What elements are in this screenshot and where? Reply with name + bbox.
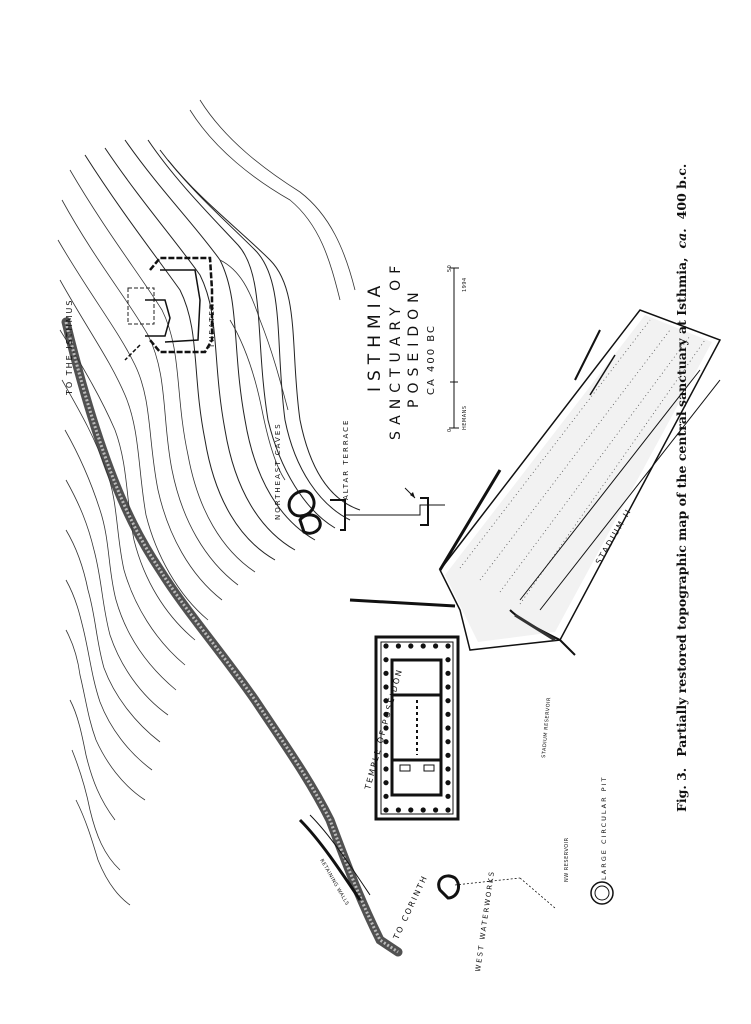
map-title: ISTHMIA bbox=[365, 280, 385, 392]
caption-fig: Fig. 3. bbox=[674, 768, 689, 812]
temple-column bbox=[383, 670, 389, 676]
temple-column bbox=[445, 643, 451, 649]
scale-bar bbox=[449, 267, 459, 429]
temple-column bbox=[383, 725, 389, 731]
label-nw-reservoir: NW RESERVOIR bbox=[564, 837, 570, 882]
temple-column bbox=[433, 643, 439, 649]
retaining-walls bbox=[298, 814, 371, 901]
large-circular-pit bbox=[590, 881, 614, 905]
northeast-caves bbox=[287, 489, 322, 535]
temple-column bbox=[445, 752, 451, 758]
temple-column bbox=[445, 780, 451, 786]
temple-column bbox=[445, 684, 451, 690]
temple-column bbox=[445, 725, 451, 731]
temple-column bbox=[383, 643, 389, 649]
temple-column bbox=[408, 643, 414, 649]
temple-of-poseidon bbox=[349, 598, 460, 821]
figure-caption: Fig. 3. Partially restored topographic m… bbox=[671, 164, 690, 812]
temple-column bbox=[383, 766, 389, 772]
map-subtitle-2: POSEIDON bbox=[406, 286, 422, 408]
map-credit-year: 1994 bbox=[462, 277, 468, 292]
temple-column bbox=[383, 684, 389, 690]
label-large-pit: LARGE CIRCULAR PIT bbox=[600, 776, 608, 881]
temple-column bbox=[383, 711, 389, 717]
label-west-waterworks: WEST WATERWORKS bbox=[474, 869, 496, 972]
label-altar-terrace: ALTAR TERRACE bbox=[342, 419, 350, 500]
temple-column bbox=[383, 780, 389, 786]
temple-column bbox=[445, 670, 451, 676]
label-theater: THEATER bbox=[208, 302, 216, 349]
temple-column bbox=[445, 807, 451, 813]
map-credit: HEMANS bbox=[462, 405, 468, 430]
scale-end: 50 bbox=[447, 265, 453, 272]
temple-column bbox=[433, 807, 439, 813]
caption-text-1: Partially restored topographic map of th… bbox=[674, 258, 689, 757]
map-date: CA 400 BC bbox=[426, 324, 437, 395]
stadium bbox=[438, 309, 722, 656]
temple-column bbox=[383, 657, 389, 663]
theater bbox=[124, 256, 214, 361]
label-to-isthmus: TO THE ISTHMUS bbox=[65, 299, 74, 396]
temple-column bbox=[383, 793, 389, 799]
temple-column bbox=[395, 643, 401, 649]
temple-column bbox=[383, 698, 389, 704]
contour-lines bbox=[57, 99, 361, 906]
temple-column bbox=[408, 807, 414, 813]
caption-text-2: 400 b.c. bbox=[674, 164, 689, 220]
temple-column bbox=[445, 698, 451, 704]
temple-column bbox=[445, 793, 451, 799]
map-subtitle-1: SANCTUARY OF bbox=[388, 260, 404, 440]
temple-column bbox=[383, 752, 389, 758]
temple-column bbox=[445, 657, 451, 663]
temple-column bbox=[420, 807, 426, 813]
scale-start: 0 bbox=[447, 428, 453, 432]
label-to-corinth: TO CORINTH bbox=[391, 873, 429, 942]
temple-column bbox=[383, 739, 389, 745]
label-northeast-caves: NORTHEAST CAVES bbox=[274, 422, 282, 520]
temple-column bbox=[445, 766, 451, 772]
temple-columns bbox=[383, 643, 451, 813]
caption-ca: ca. bbox=[674, 228, 689, 248]
temple-column bbox=[383, 807, 389, 813]
temple-column bbox=[445, 739, 451, 745]
west-waterworks bbox=[437, 874, 556, 909]
temple-column bbox=[395, 807, 401, 813]
altar-terrace bbox=[330, 487, 445, 531]
temple-column bbox=[445, 711, 451, 717]
road bbox=[61, 317, 403, 957]
temple-column bbox=[420, 643, 426, 649]
label-stadium-reservoir: STADIUM RESERVOIR bbox=[541, 697, 552, 758]
